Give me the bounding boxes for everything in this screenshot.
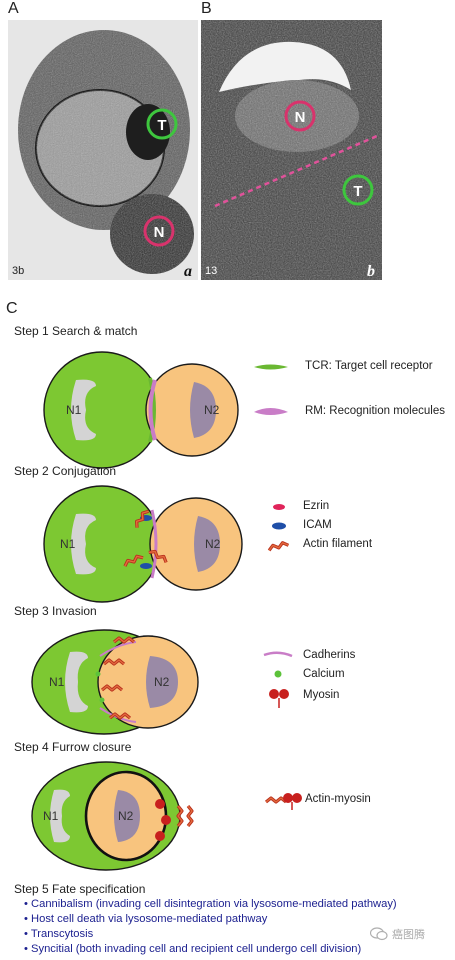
icam-legend-mark bbox=[272, 522, 286, 530]
myosin-legend-mark bbox=[279, 689, 289, 699]
nucleus-n2 bbox=[146, 656, 178, 708]
micrograph-b: N T 13 b bbox=[201, 20, 382, 280]
actomyosin-mark bbox=[176, 804, 184, 828]
icam-mark bbox=[140, 563, 152, 569]
nucleus-n1-label: N1 bbox=[43, 809, 59, 823]
legend-rm: RM: Recognition molecules bbox=[305, 405, 445, 417]
step-3-title: Step 3 Invasion bbox=[14, 604, 97, 618]
calcium-mark bbox=[95, 671, 101, 677]
micro-b-label-t: T bbox=[353, 183, 362, 200]
legend-actomyosin: Actin-myosin bbox=[305, 793, 371, 805]
myosin-mark bbox=[155, 831, 165, 841]
cadherins-legend-mark bbox=[263, 651, 293, 658]
membrane-dash-line bbox=[214, 134, 378, 208]
nucleus-n2 bbox=[114, 790, 140, 842]
nucleus-n1 bbox=[71, 513, 96, 575]
step-2-diagram: N1 N2 bbox=[43, 485, 291, 603]
step-5-title: Step 5 Fate specification bbox=[14, 882, 146, 896]
step-1-diagram: N1 N2 bbox=[43, 351, 288, 469]
fate-item-transcytosis: • Transcytosis bbox=[24, 928, 94, 940]
nucleus-n1-label: N1 bbox=[60, 537, 76, 551]
micro-a-corner-label: 3b bbox=[12, 265, 24, 277]
legend-ezrin: Ezrin bbox=[303, 500, 330, 512]
nucleus-n1-label: N1 bbox=[66, 403, 82, 417]
actomyosin-legend-mark bbox=[264, 796, 288, 804]
fate-item-host-death: • Host cell death via lysosome-mediated … bbox=[24, 913, 268, 925]
rm-legend-mark bbox=[254, 408, 288, 415]
watermark-text: 癌图腾 bbox=[392, 929, 425, 941]
micrograph-b-image: N T 13 b bbox=[201, 20, 382, 280]
fate-item-syncitial: • Syncitial (both invading cell and reci… bbox=[24, 943, 362, 955]
nucleus-n2 bbox=[194, 516, 220, 572]
legend-actin: Actin filament bbox=[303, 538, 373, 550]
calcium-mark bbox=[99, 697, 105, 703]
step-1-title: Step 1 Search & match bbox=[14, 324, 138, 338]
myosin-mark bbox=[155, 799, 165, 809]
micrograph-a-image: T N 3b a bbox=[8, 20, 198, 280]
myosin-legend-mark bbox=[269, 689, 279, 699]
actomyosin-legend-myosin bbox=[292, 793, 302, 803]
circle-t-green bbox=[342, 174, 374, 206]
circle-n-pink bbox=[143, 215, 175, 247]
tcr-legend-mark bbox=[254, 364, 288, 370]
step-4-title: Step 4 Furrow closure bbox=[14, 740, 132, 754]
nucleus-n1-label: N1 bbox=[49, 675, 65, 689]
ezrin-legend-mark bbox=[273, 504, 285, 510]
nucleus-n2-label: N2 bbox=[118, 809, 134, 823]
host-cell bbox=[43, 351, 161, 469]
watermark: 癌图腾 bbox=[370, 926, 425, 942]
nucleus-n2-label: N2 bbox=[154, 675, 170, 689]
micro-a-letter: a bbox=[184, 263, 192, 280]
micro-b-letter: b bbox=[367, 263, 375, 280]
nucleus-n2-label: N2 bbox=[204, 403, 220, 417]
step-3-diagram: N1 N2 bbox=[31, 629, 293, 735]
micro-b-label-n: N bbox=[295, 109, 306, 126]
actomyosin-mark bbox=[186, 804, 194, 828]
calcium-legend-mark bbox=[274, 670, 282, 678]
micro-a-label-t: T bbox=[157, 117, 166, 134]
panel-label-b: B bbox=[201, 0, 212, 17]
nucleus-n1 bbox=[50, 789, 70, 843]
rm-contact bbox=[148, 379, 157, 441]
legend-tcr: TCR: Target cell receptor bbox=[305, 360, 433, 372]
circle-t-green bbox=[146, 108, 178, 140]
legend-cadherins: Cadherins bbox=[303, 649, 356, 661]
panel-label-c: C bbox=[6, 300, 18, 317]
nucleus-n1 bbox=[71, 379, 96, 441]
micro-b-corner-label: 13 bbox=[205, 265, 217, 277]
fate-list: • Cannibalism (invading cell disintegrat… bbox=[24, 898, 397, 958]
nucleus-n2 bbox=[190, 382, 216, 438]
legend-icam: ICAM bbox=[303, 519, 332, 531]
actin-legend-mark bbox=[266, 539, 291, 553]
nucleus-n2-label: N2 bbox=[205, 537, 221, 551]
myosin-mark bbox=[161, 815, 171, 825]
micro-a-label-n: N bbox=[154, 224, 165, 241]
actomyosin-legend-myosin bbox=[283, 793, 293, 803]
micrograph-a: T N 3b a bbox=[8, 20, 198, 280]
legend-calcium: Calcium bbox=[303, 668, 345, 680]
step-4-diagram: N1 N2 bbox=[31, 761, 302, 871]
cell-invasion-diagram: N1 N2 N1 N2 N1 N2 bbox=[31, 351, 302, 871]
nucleus-n1 bbox=[65, 651, 88, 713]
fate-item-cannibalism: • Cannibalism (invading cell disintegrat… bbox=[24, 898, 397, 910]
panel-label-a: A bbox=[8, 0, 19, 17]
rm-contact bbox=[150, 509, 158, 579]
tcr-contact bbox=[148, 377, 156, 443]
legend-myosin: Myosin bbox=[303, 689, 340, 701]
circle-n-pink bbox=[284, 100, 316, 132]
wechat-icon bbox=[370, 927, 388, 941]
